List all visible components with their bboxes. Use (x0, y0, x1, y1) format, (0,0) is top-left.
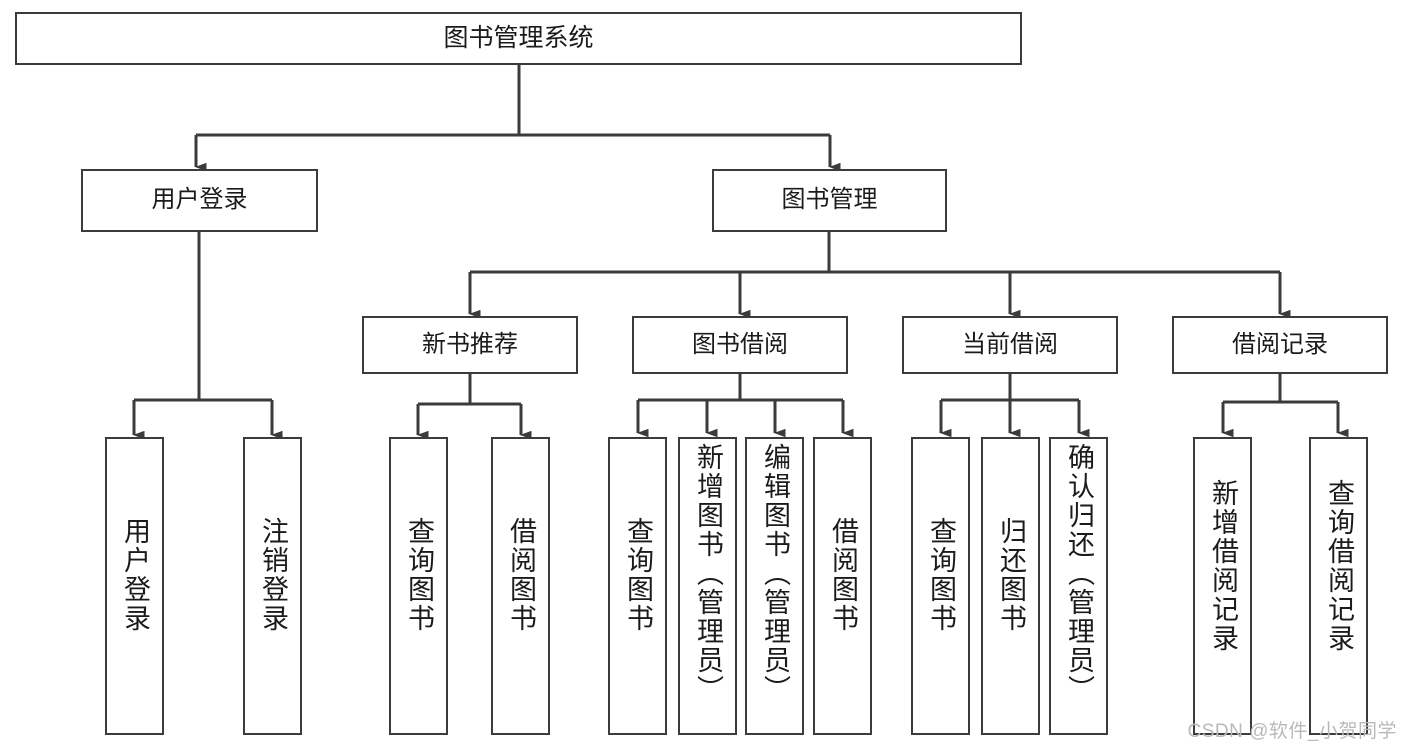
node-current-borrow[interactable]: 当前借阅 (902, 316, 1118, 374)
node-borrow-record[interactable]: 借阅记录 (1172, 316, 1388, 374)
node-leaf-query-book-1[interactable]: 查询图书 (389, 437, 448, 735)
node-label: 新书推荐 (422, 330, 518, 358)
csdn-watermark: CSDN @软件_小贺同学 (1187, 721, 1397, 742)
node-leaf-query-record[interactable]: 查询借阅记录 (1309, 437, 1368, 735)
node-leaf-borrow-book-2[interactable]: 借阅图书 (813, 437, 872, 735)
node-label: 归还图书 (996, 517, 1026, 633)
node-label: 用户登录 (120, 517, 150, 633)
node-leaf-edit-book[interactable]: 编辑图书（管理员） (745, 437, 804, 735)
node-label: 图书管理系统 (443, 23, 594, 52)
node-leaf-add-record[interactable]: 新增借阅记录 (1193, 437, 1252, 735)
node-label: 查询借阅记录 (1324, 479, 1354, 653)
node-label: 用户登录 (151, 186, 248, 214)
node-label: 查询图书 (404, 517, 434, 633)
node-user-login[interactable]: 用户登录 (81, 169, 318, 232)
node-leaf-user-login[interactable]: 用户登录 (105, 437, 164, 735)
node-label: 图书借阅 (692, 330, 788, 358)
node-new-book-recommend[interactable]: 新书推荐 (362, 316, 578, 374)
node-label: 借阅记录 (1232, 330, 1328, 358)
node-leaf-logout-login[interactable]: 注销登录 (243, 437, 302, 735)
node-leaf-query-book-2[interactable]: 查询图书 (608, 437, 667, 735)
node-book-management[interactable]: 图书管理 (712, 169, 947, 232)
node-leaf-borrow-book-1[interactable]: 借阅图书 (491, 437, 550, 735)
node-label: 编辑图书（管理员） (760, 443, 790, 704)
node-leaf-add-book[interactable]: 新增图书（管理员） (678, 437, 737, 735)
node-label: 查询图书 (926, 517, 956, 633)
node-label: 注销登录 (258, 517, 288, 633)
node-leaf-return-book[interactable]: 归还图书 (981, 437, 1040, 735)
node-label: 查询图书 (623, 517, 653, 633)
node-book-borrow[interactable]: 图书借阅 (632, 316, 848, 374)
node-label: 借阅图书 (506, 517, 536, 633)
node-leaf-confirm-return[interactable]: 确认归还（管理员） (1049, 437, 1108, 735)
node-leaf-query-book-3[interactable]: 查询图书 (911, 437, 970, 735)
node-label: 图书管理 (781, 186, 878, 214)
node-root-book-management-system[interactable]: 图书管理系统 (15, 12, 1022, 65)
node-label: 借阅图书 (828, 517, 858, 633)
node-label: 新增图书（管理员） (693, 443, 723, 704)
node-label: 确认归还（管理员） (1064, 443, 1094, 704)
node-label: 新增借阅记录 (1208, 479, 1238, 653)
node-label: 当前借阅 (962, 330, 1058, 358)
